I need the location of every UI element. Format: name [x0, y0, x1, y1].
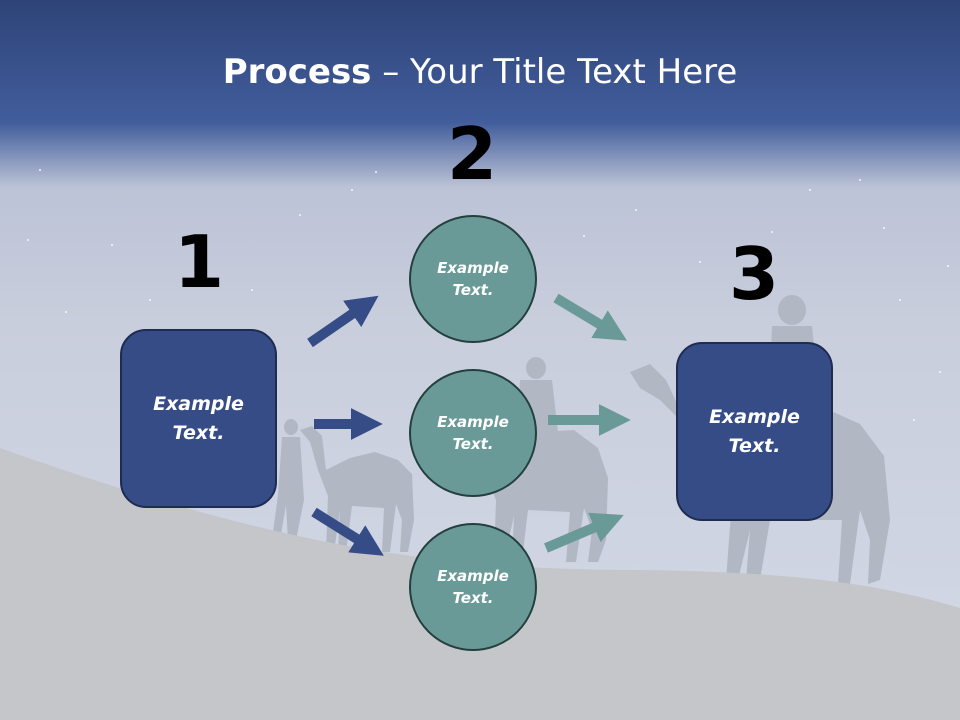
step-3-box: Example Text.	[676, 342, 833, 521]
arrow-1-to-top	[307, 295, 379, 348]
slide-title: Process – Your Title Text Here	[0, 52, 960, 92]
circle-bottom-text: Example Text.	[437, 566, 509, 608]
step-1-box: Example Text.	[120, 329, 277, 508]
arrow-1-to-bottom	[311, 507, 384, 556]
circle-middle: Example Text.	[409, 369, 537, 497]
title-rest: – Your Title Text Here	[371, 52, 738, 92]
arrow-top-to-3	[553, 293, 627, 341]
step-1-text: Example Text.	[153, 393, 244, 444]
step-3-text: Example Text.	[709, 406, 800, 457]
circle-top-text: Example Text.	[437, 258, 509, 300]
circle-bottom: Example Text.	[409, 523, 537, 651]
step-number-2: 2	[446, 112, 498, 196]
title-bold: Process	[222, 52, 372, 92]
stars	[27, 169, 949, 421]
circle-middle-text: Example Text.	[437, 412, 509, 454]
step-number-1: 1	[173, 220, 225, 304]
step-number-3: 3	[728, 232, 780, 316]
arrow-bottom-to-3	[544, 512, 624, 553]
circle-top: Example Text.	[409, 215, 537, 343]
